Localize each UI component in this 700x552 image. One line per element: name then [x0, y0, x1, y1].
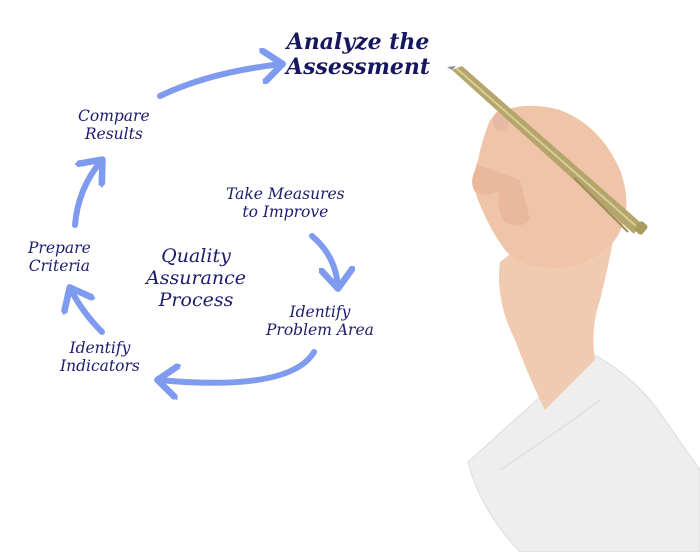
arrow-problem-to-indicators — [158, 349, 317, 383]
step-identify-problem-area: Identify Problem Area — [266, 303, 374, 339]
curled-fingers — [472, 165, 530, 226]
step-analyze-assessment: Analyze the Assessment — [286, 29, 431, 81]
gold-pen — [447, 66, 648, 235]
step-identify-indicators: Identify Indicators — [60, 339, 140, 375]
center-title: Quality Assurance Process — [146, 245, 246, 311]
step-prepare-criteria: Prepare Criteria — [28, 239, 91, 275]
arrow-prepare-to-compare — [72, 160, 102, 228]
step-compare-results: Compare Results — [78, 107, 150, 143]
arrow-indicators-to-prepare — [70, 288, 105, 335]
step-take-measures: Take Measures to Improve — [226, 185, 345, 221]
arrow-compare-to-analyze — [157, 64, 282, 99]
arrow-measures-to-problem — [309, 233, 338, 288]
white-sleeve — [467, 351, 700, 552]
